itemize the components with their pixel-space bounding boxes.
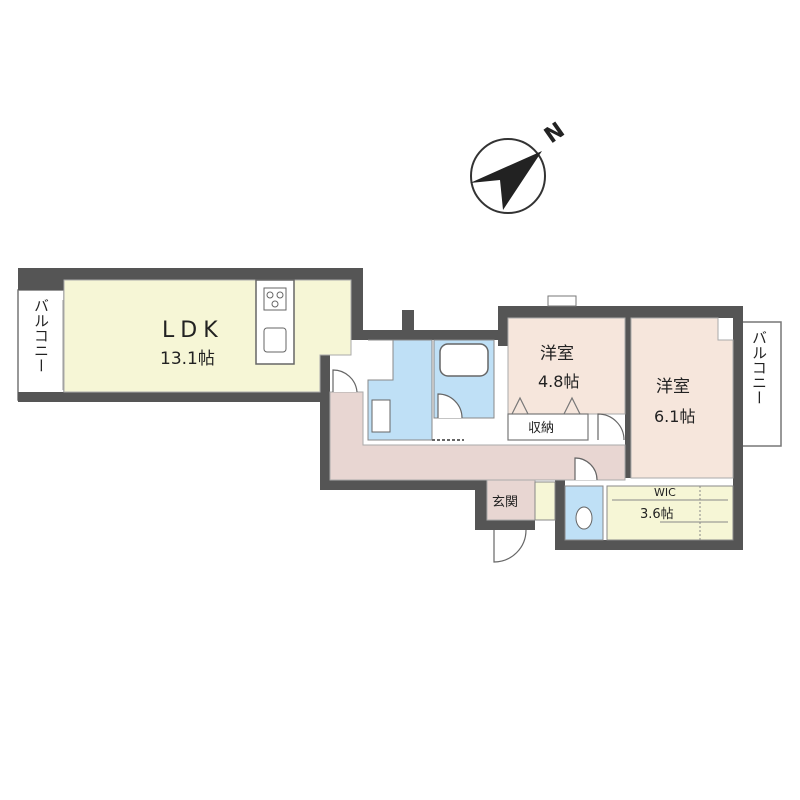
room-ldk: LDK 13.1帖 [63,279,352,393]
compass: N [470,118,570,214]
walls [18,268,743,550]
wic-name: WIC [654,486,676,499]
ldk-name: LDK [162,318,224,343]
western2-floor [630,317,734,479]
toilet-icon [575,506,593,530]
room-western-1: 洋室 4.8帖 収納 [507,295,626,441]
entrance: 玄関 [486,479,556,563]
bathtub-icon [439,343,489,377]
bath-door [437,393,463,419]
balcony-right-area [736,321,782,447]
balcony-left-area [17,289,65,401]
ldk-size: 13.1帖 [160,349,215,369]
balcony-right-label: バルコニー [750,330,768,405]
balcony-left [17,289,66,401]
balcony-left-label: バルコニー [32,298,50,373]
western2-name: 洋室 [656,377,690,397]
entrance-door [493,529,527,563]
wic-floor [606,485,734,541]
stove-icon [263,287,287,311]
wic-size: 3.6帖 [640,507,674,522]
storage-name: 収納 [528,421,554,436]
western1-name: 洋室 [540,344,574,364]
toilet-door [574,457,598,481]
hallway [329,369,626,481]
sink-icon [263,327,287,353]
room-western-2: 洋室 6.1帖 [630,317,734,479]
compass-north-label: N [540,118,569,149]
hall-door [332,369,358,393]
western1-door [597,413,625,441]
hall-floor [329,391,626,481]
compass-needle-icon [470,151,542,210]
wet-area [367,339,495,441]
toilet [564,457,604,541]
entrance-name: 玄関 [492,495,518,510]
entrance-floor [486,479,536,521]
room-wic: WIC 3.6帖 [606,485,734,541]
western1-size: 4.8帖 [538,372,579,391]
western2-size: 6.1帖 [654,407,695,426]
western1-floor [507,317,626,415]
washbasin-icon [371,399,391,433]
shoe-cabinet [534,481,556,521]
storage-floor [507,413,589,441]
